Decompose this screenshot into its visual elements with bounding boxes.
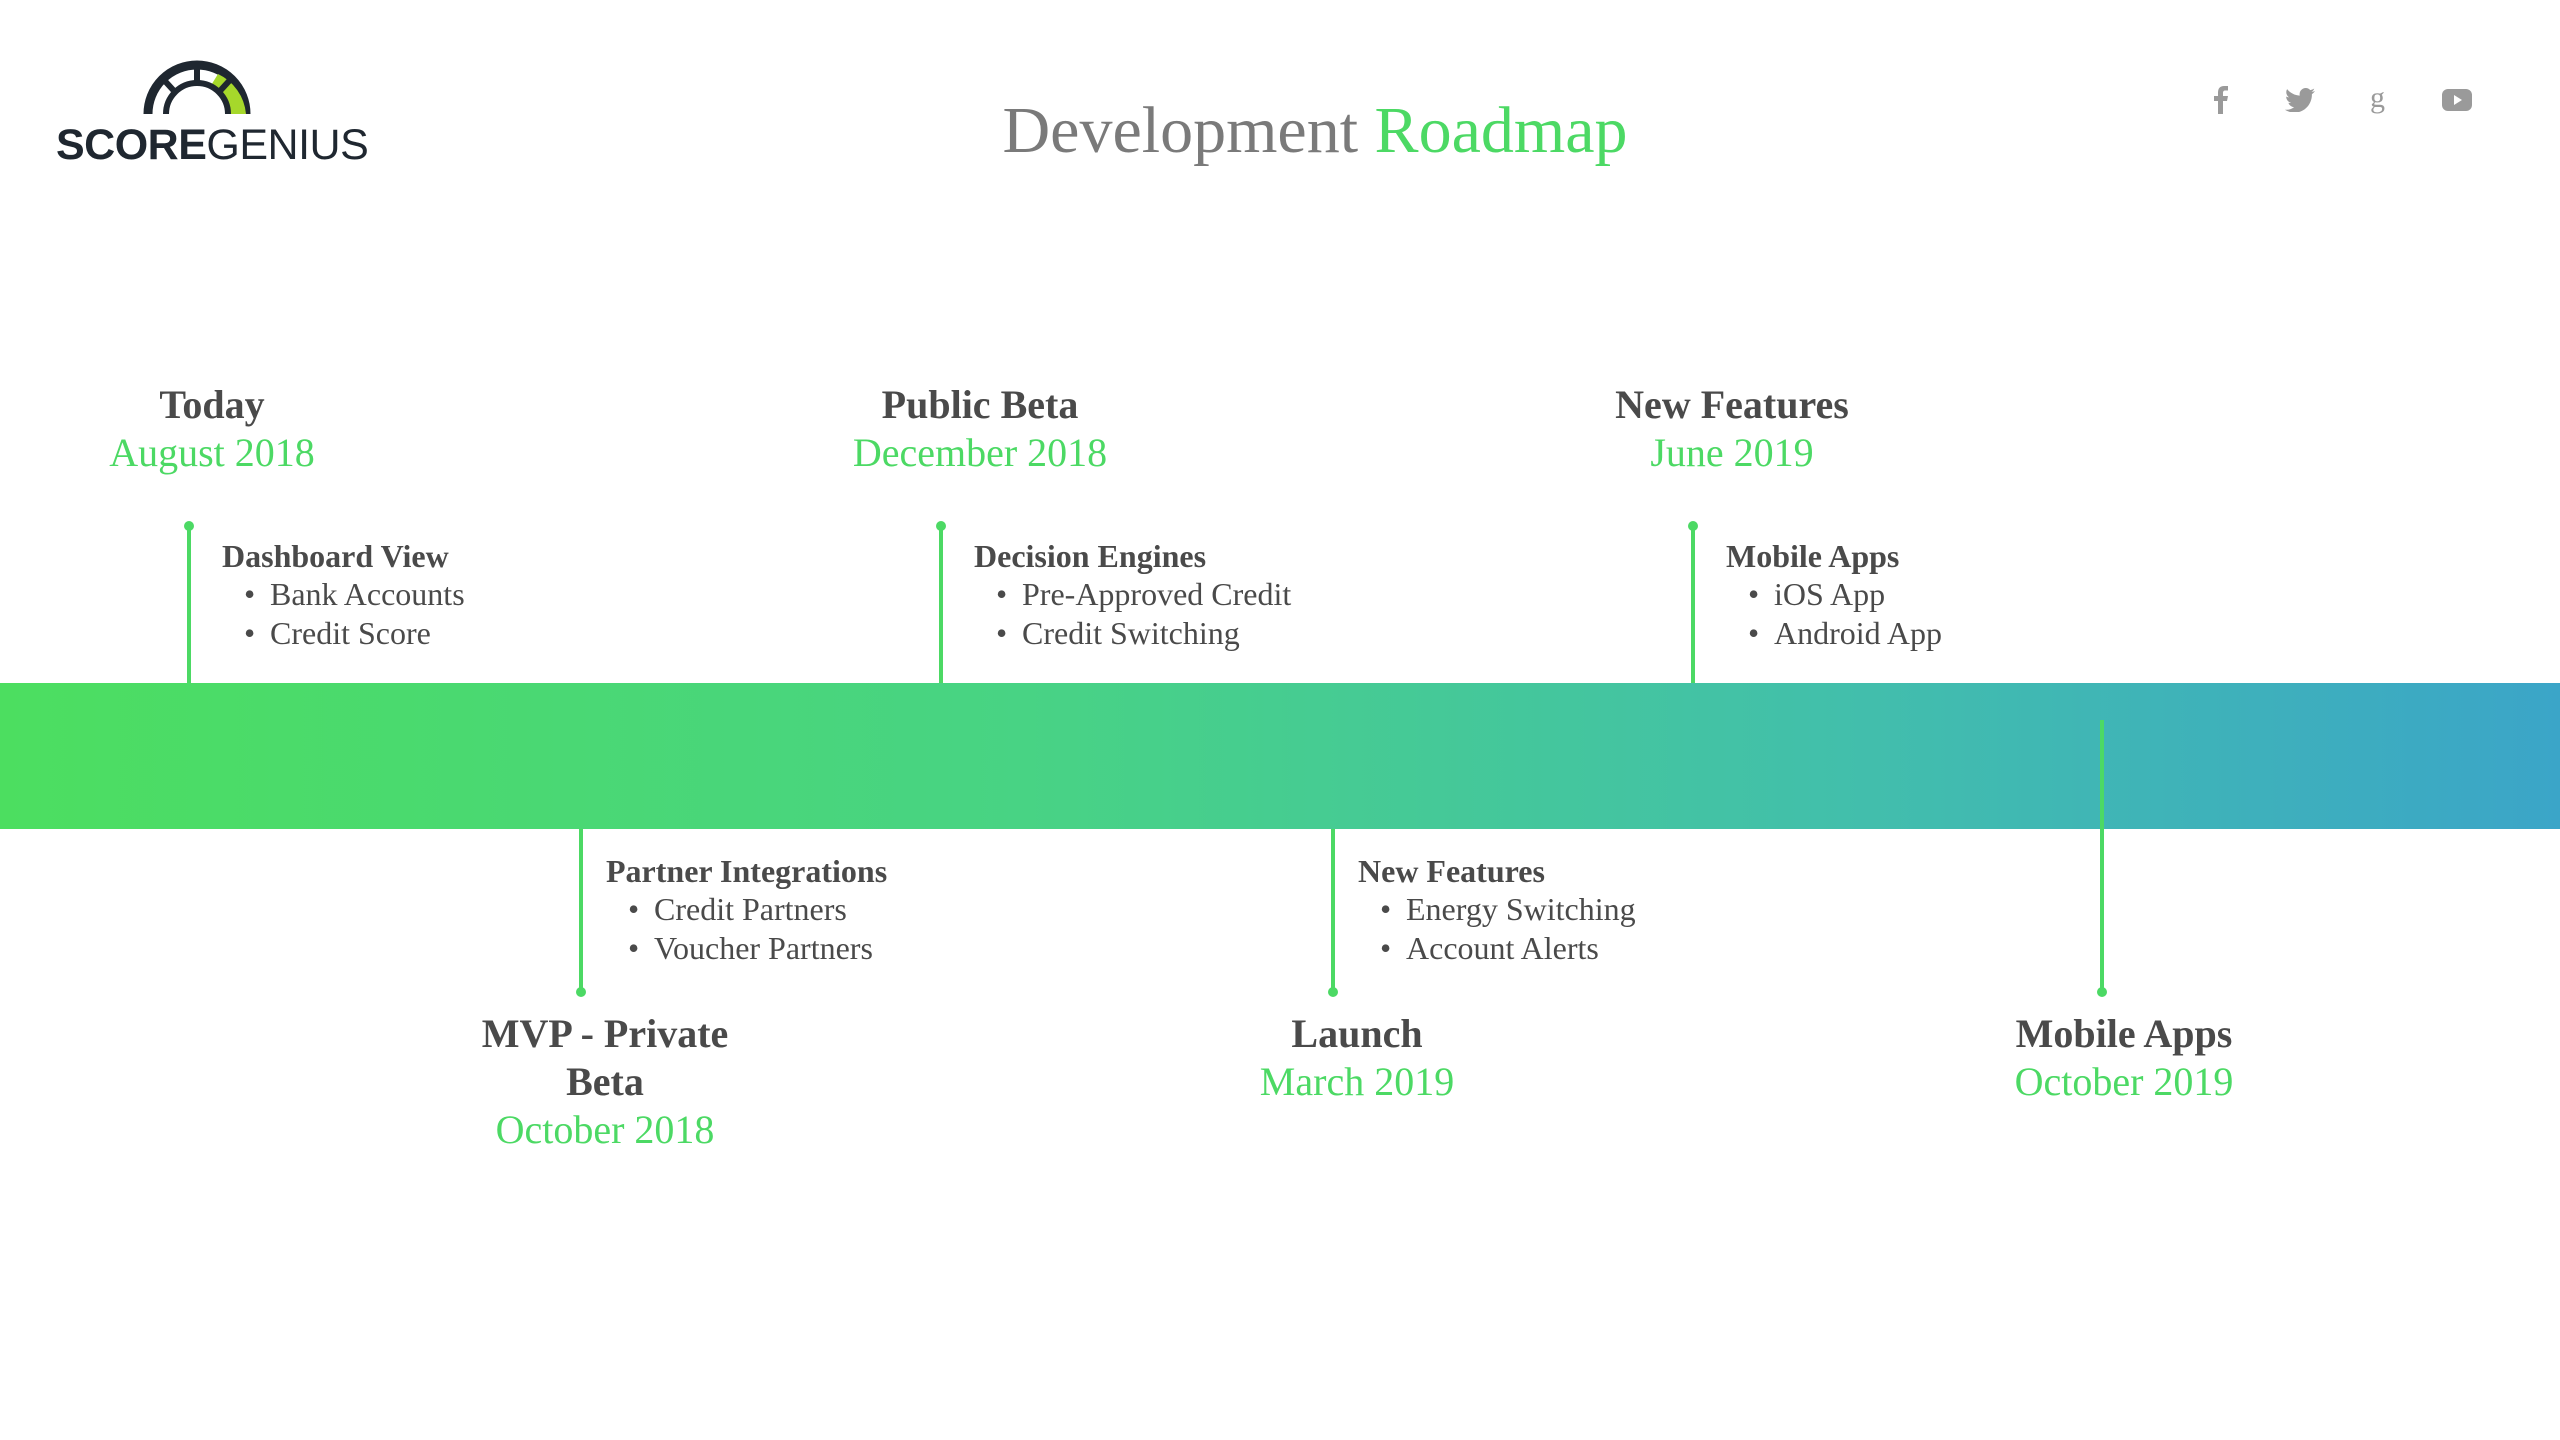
milestone-date: June 2019 (1650, 430, 1814, 475)
milestone-title: MVP - Private (481, 1011, 729, 1056)
detail-item: •Voucher Partners (628, 930, 873, 966)
logo-text-bold: SCORE (56, 121, 207, 169)
twitter-icon[interactable] (2280, 80, 2320, 120)
detail-heading: Decision Engines (974, 538, 1207, 574)
google-plus-icon[interactable]: g (2358, 80, 2398, 120)
svg-text:g: g (2370, 85, 2385, 114)
connector-dot (1328, 987, 1338, 997)
page-title-part2: Roadmap (1374, 94, 1628, 167)
detail-partner-integrations: Partner Integrations •Credit Partners •V… (606, 852, 887, 968)
connector-line (2100, 720, 2104, 992)
scoregenius-logo[interactable]: SCOREGENIUS (56, 58, 369, 170)
milestone-mobile-apps: Mobile Apps October 2019 (1944, 1010, 2304, 1106)
milestone-title-line2: Beta (566, 1059, 644, 1104)
connector-line (579, 829, 583, 992)
timeline-band (0, 683, 2560, 829)
milestone-title: Public Beta (881, 382, 1079, 427)
gauge-logo-icon (143, 60, 251, 115)
detail-item: •Bank Accounts (244, 576, 465, 612)
connector-dot (2097, 987, 2107, 997)
connector-dot (936, 521, 946, 531)
detail-decision-engines: Decision Engines •Pre-Approved Credit •C… (974, 537, 1291, 653)
page-title-part1: Development (1002, 94, 1359, 167)
detail-heading: Dashboard View (222, 538, 449, 574)
connector-dot (184, 521, 194, 531)
connector-line (1331, 829, 1335, 992)
milestone-date: December 2018 (852, 430, 1108, 475)
page-title: Development Roadmap (0, 98, 2560, 164)
detail-item: •Credit Switching (996, 615, 1240, 651)
detail-item: •Account Alerts (1380, 930, 1599, 966)
milestone-public-beta: Public Beta December 2018 (800, 381, 1160, 477)
logo-text-light: GENIUS (206, 121, 369, 169)
milestone-title: New Features (1615, 382, 1849, 427)
detail-new-features: New Features •Energy Switching •Account … (1358, 852, 1636, 968)
milestone-date: March 2019 (1259, 1059, 1455, 1104)
connector-line (1691, 526, 1695, 683)
connector-dot (576, 987, 586, 997)
detail-item: •iOS App (1748, 576, 1886, 612)
milestone-new-features: New Features June 2019 (1552, 381, 1912, 477)
detail-item: •Android App (1748, 615, 1942, 651)
connector-line (187, 526, 191, 683)
detail-dashboard-view: Dashboard View •Bank Accounts •Credit Sc… (222, 537, 465, 653)
milestone-mvp-private-beta: MVP - Private Beta October 2018 (425, 1010, 785, 1154)
milestone-date: October 2018 (495, 1107, 715, 1152)
detail-item: •Energy Switching (1380, 891, 1636, 927)
milestone-date: August 2018 (109, 430, 315, 475)
detail-heading: Partner Integrations (606, 853, 888, 889)
connector-dot (1688, 521, 1698, 531)
detail-item: •Pre-Approved Credit (996, 576, 1292, 612)
detail-heading: New Features (1358, 853, 1545, 889)
milestone-title: Launch (1291, 1011, 1423, 1056)
connector-line (939, 526, 943, 683)
youtube-icon[interactable] (2437, 80, 2477, 120)
facebook-icon[interactable] (2201, 80, 2241, 120)
detail-mobile-apps: Mobile Apps •iOS App •Android App (1726, 537, 1942, 653)
detail-item: •Credit Partners (628, 891, 847, 927)
milestone-date: October 2019 (2014, 1059, 2234, 1104)
milestone-today: Today August 2018 (72, 381, 352, 477)
logo-wordmark: SCOREGENIUS (56, 121, 369, 169)
milestone-launch: Launch March 2019 (1177, 1010, 1537, 1106)
milestone-title: Mobile Apps (2015, 1011, 2233, 1056)
milestone-title: Today (159, 382, 265, 427)
detail-item: •Credit Score (244, 615, 431, 651)
detail-heading: Mobile Apps (1726, 538, 1900, 574)
